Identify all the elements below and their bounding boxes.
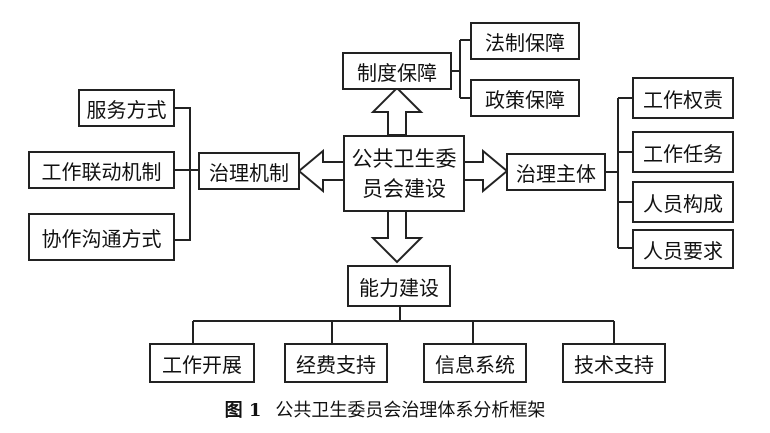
figure-caption: 图 1 公共卫生委员会治理体系分析框架 [0, 396, 770, 422]
node-capacity-building: 能力建设 [347, 265, 451, 307]
node-policy-guarantee: 政策保障 [470, 79, 580, 117]
center-node-line1: 公共卫生委 [351, 146, 457, 171]
node-funding-support: 经费支持 [284, 343, 388, 383]
node-staff-composition: 人员构成 [632, 181, 734, 223]
arrow-right [462, 148, 509, 194]
node-information-system: 信息系统 [423, 343, 527, 383]
node-technical-support: 技术支持 [562, 343, 666, 383]
node-legal-guarantee: 法制保障 [470, 22, 580, 60]
node-work-development: 工作开展 [149, 343, 255, 383]
center-node-line2: 员会建设 [362, 176, 446, 201]
node-work-linkage-mechanism: 工作联动机制 [28, 151, 175, 189]
node-service-mode: 服务方式 [78, 89, 175, 127]
arrow-up [370, 86, 424, 136]
node-work-task: 工作任务 [632, 131, 734, 173]
node-governance-mechanism: 治理机制 [198, 152, 300, 190]
node-governance-subject: 治理主体 [506, 153, 606, 191]
arrow-down [370, 209, 424, 264]
arrow-left [297, 148, 346, 194]
figure-title: 公共卫生委员会治理体系分析框架 [275, 400, 546, 421]
figure-number: 图 1 [224, 400, 262, 421]
center-node: 公共卫生委 员会建设 [343, 135, 465, 212]
node-institutional-guarantee: 制度保障 [342, 52, 452, 90]
bracket-bottom [192, 307, 615, 343]
bracket-right [606, 97, 632, 249]
bracket-top [452, 39, 470, 99]
node-work-responsibility: 工作权责 [632, 77, 734, 119]
node-staff-requirements: 人员要求 [632, 229, 734, 269]
node-collaboration-communication: 协作沟通方式 [28, 213, 175, 261]
bracket-left [175, 107, 198, 241]
